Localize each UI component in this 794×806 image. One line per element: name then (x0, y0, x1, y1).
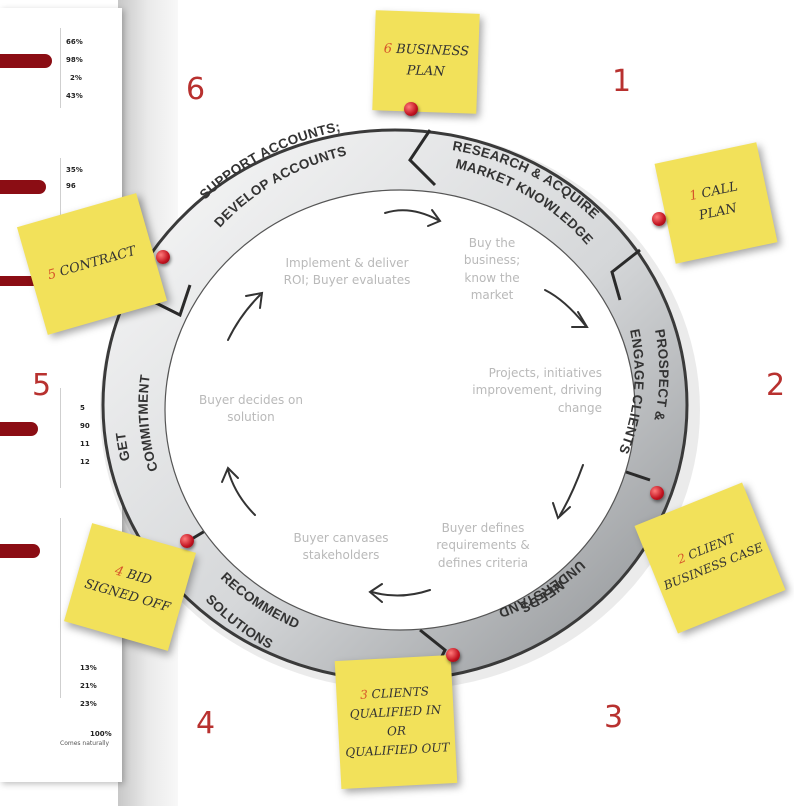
pushpin-icon (650, 486, 664, 500)
bar (0, 276, 42, 286)
percent-label: 2% (70, 74, 82, 82)
inner-arrows (221, 209, 589, 603)
pushpin-icon (180, 534, 194, 548)
percent-label: 13% (80, 664, 97, 672)
inner-text-projects: Projects, initiatives improvement, drivi… (472, 366, 602, 415)
note-text: CLIENTS (371, 683, 430, 701)
percent-label: 96 (66, 182, 76, 190)
stage-label-commit: GET (113, 431, 133, 463)
stage-number-2: 2 (766, 368, 786, 403)
note-call-plan: 1 CALL PLAN (654, 142, 778, 264)
note-qualified: 3 CLIENTS QUALIFIED IN OR QUALIFIED OUT (334, 655, 458, 789)
inner-text-implement: Implement & deliver ROI; Buyer evaluates (283, 256, 411, 288)
percent-label: 66% (66, 38, 83, 46)
bar (0, 544, 40, 558)
bar-chart-panel: 66% 98% 2% 43% 35% 96 5 90 11 12 13% 21%… (0, 8, 122, 782)
stage-number-1: 1 (612, 64, 632, 99)
percent-label: 5 (80, 404, 85, 412)
divider-line (60, 28, 61, 108)
note-text: BID (124, 567, 154, 589)
divider-line (60, 158, 61, 218)
divider-line (60, 518, 61, 698)
pushpin-icon (446, 648, 460, 662)
note-text: BUSINESS (395, 42, 470, 60)
percent-label: 98% (66, 56, 83, 64)
pushpin-icon (404, 102, 418, 116)
stage-number-5: 5 (32, 368, 52, 403)
stage-number-6: 6 (186, 72, 206, 107)
divider-line (60, 388, 61, 488)
note-text: QUALIFIED IN (349, 702, 442, 722)
percent-label: 23% (80, 700, 97, 708)
stage-number-4: 4 (196, 706, 216, 741)
inner-circle (164, 189, 636, 631)
percent-label: 12 (80, 458, 90, 466)
percent-label: 90 (80, 422, 90, 430)
bar (0, 422, 38, 436)
percent-label: 43% (66, 92, 83, 100)
percent-label: 11 (80, 440, 90, 448)
inner-text-defines-requirements: Buyer defines requirements & defines cri… (436, 521, 530, 570)
bar (0, 54, 52, 68)
note-text: OR (386, 723, 407, 739)
percent-label: 21% (80, 682, 97, 690)
inner-text-canvases: Buyer canvases stakeholders (293, 531, 389, 563)
footer-label: Comes naturally (60, 740, 110, 747)
note-text: CONTRACT (57, 243, 138, 280)
stage-number-3: 3 (604, 700, 624, 735)
pushpin-icon (156, 250, 170, 264)
inner-text-decides: Buyer decides on solution (198, 393, 303, 425)
bar (0, 180, 46, 194)
note-text: QUALIFIED OUT (345, 740, 450, 760)
pushpin-icon (652, 212, 666, 226)
inner-text-know-business: Buy the business; know the market (463, 236, 521, 303)
footer-value: 100% (90, 730, 112, 738)
percent-label: 35% (66, 166, 83, 174)
note-text: PLAN (406, 63, 445, 80)
note-business-plan: 6 BUSINESS PLAN (372, 10, 480, 114)
